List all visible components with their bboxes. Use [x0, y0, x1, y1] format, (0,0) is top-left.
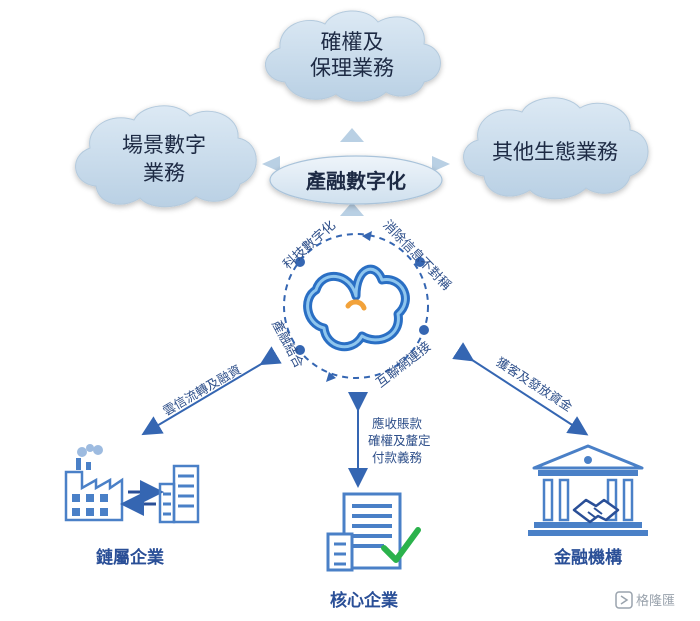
cloud-right-line1: 其他生態業務 — [492, 140, 618, 164]
cycle-ring — [283, 231, 429, 382]
entity-core-label: 核心企業 — [330, 590, 398, 611]
handshake-icon — [572, 498, 620, 524]
cloud-top-line1: 確權及 — [321, 30, 384, 54]
entity-finance-label: 金融機構 — [553, 547, 622, 568]
arrow-right-diagonal — [452, 342, 589, 436]
ring-label-integration: 產融結合 — [268, 317, 307, 370]
center-title: 產融數字化 — [306, 169, 406, 193]
arrow-left-top — [262, 156, 280, 172]
center-oval — [269, 155, 443, 205]
arrow-right-top — [432, 156, 450, 172]
arrow-center-line3: 付款義務 — [372, 450, 423, 465]
ring-label-tech: 科技數字化 — [280, 218, 338, 273]
core-building-icon — [326, 492, 402, 572]
arrow-center-line1: 應收賬款 — [372, 416, 423, 431]
cloud-top — [264, 10, 441, 102]
arrow-center-line2: 確權及釐定 — [368, 433, 431, 448]
platform-logo-icon — [303, 264, 410, 352]
cloud-left-line2: 業務 — [143, 161, 185, 185]
arrow-left-diagonal — [141, 346, 282, 436]
exchange-arrows-icon — [120, 480, 164, 516]
ring-label-network: 互聯網連接 — [373, 339, 434, 392]
checkmark-icon — [381, 527, 421, 563]
watermark-text: 格隆匯 — [636, 593, 675, 609]
cloud-right — [463, 97, 649, 200]
factory-icon — [64, 444, 124, 522]
office-building-icon — [158, 464, 200, 524]
cloud-top-line2: 保理業務 — [310, 56, 394, 80]
arrow-left-label: 雲信流轉及融資 — [160, 362, 243, 419]
arrow-right-label: 獲客及發放資金 — [494, 354, 576, 415]
arrow-up-center — [340, 202, 364, 216]
cloud-left — [75, 105, 257, 208]
bank-icon — [528, 444, 648, 536]
entity-chain-label: 鏈屬企業 — [96, 547, 164, 568]
cloud-left-line1: 場景數字 — [122, 133, 206, 157]
watermark-logo-icon — [615, 591, 633, 609]
arrow-up-top — [340, 128, 364, 142]
